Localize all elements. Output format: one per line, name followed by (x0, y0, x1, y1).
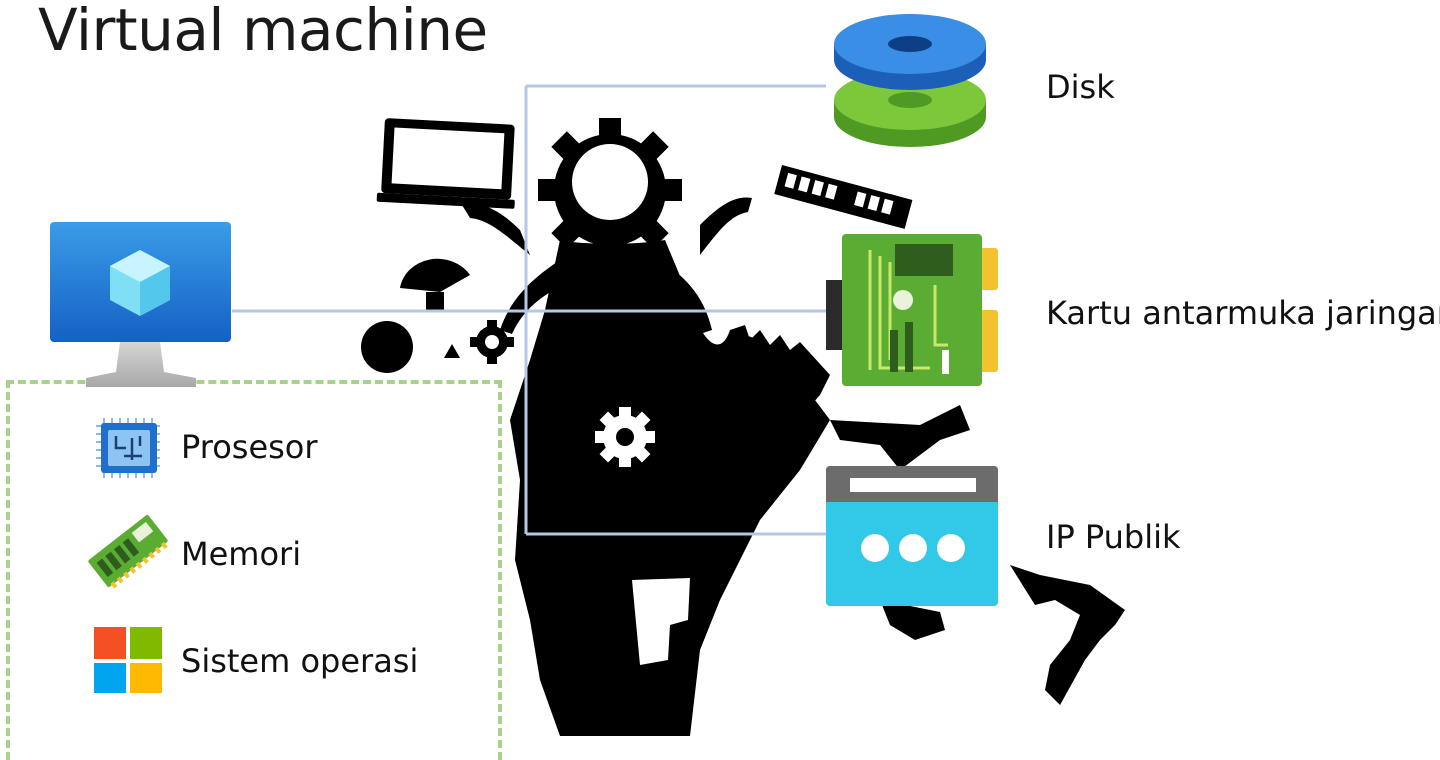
vm-internal-components-group (6, 380, 502, 760)
processor-label: Prosesor (181, 428, 318, 466)
virtual-machine-monitor-icon (50, 222, 231, 387)
public-ip-icon (826, 466, 998, 606)
network-interface-card-label: Kartu antarmuka jaringan (1046, 294, 1440, 332)
connector-lines (232, 84, 826, 536)
operating-system-label: Sistem operasi (181, 642, 419, 680)
public-ip-label: IP Publik (1046, 518, 1181, 556)
disk-icon (834, 14, 986, 147)
processor-icon (96, 418, 160, 478)
multitasking-silhouette-illustration (361, 118, 1125, 736)
page-title: Virtual machine (38, 0, 488, 64)
memory-label: Memori (181, 535, 302, 573)
network-interface-card-icon (826, 234, 998, 386)
diagram-canvas (50, 14, 1125, 736)
disk-label: Disk (1046, 68, 1115, 106)
memory-icon (88, 515, 168, 589)
operating-system-icon (94, 627, 162, 693)
